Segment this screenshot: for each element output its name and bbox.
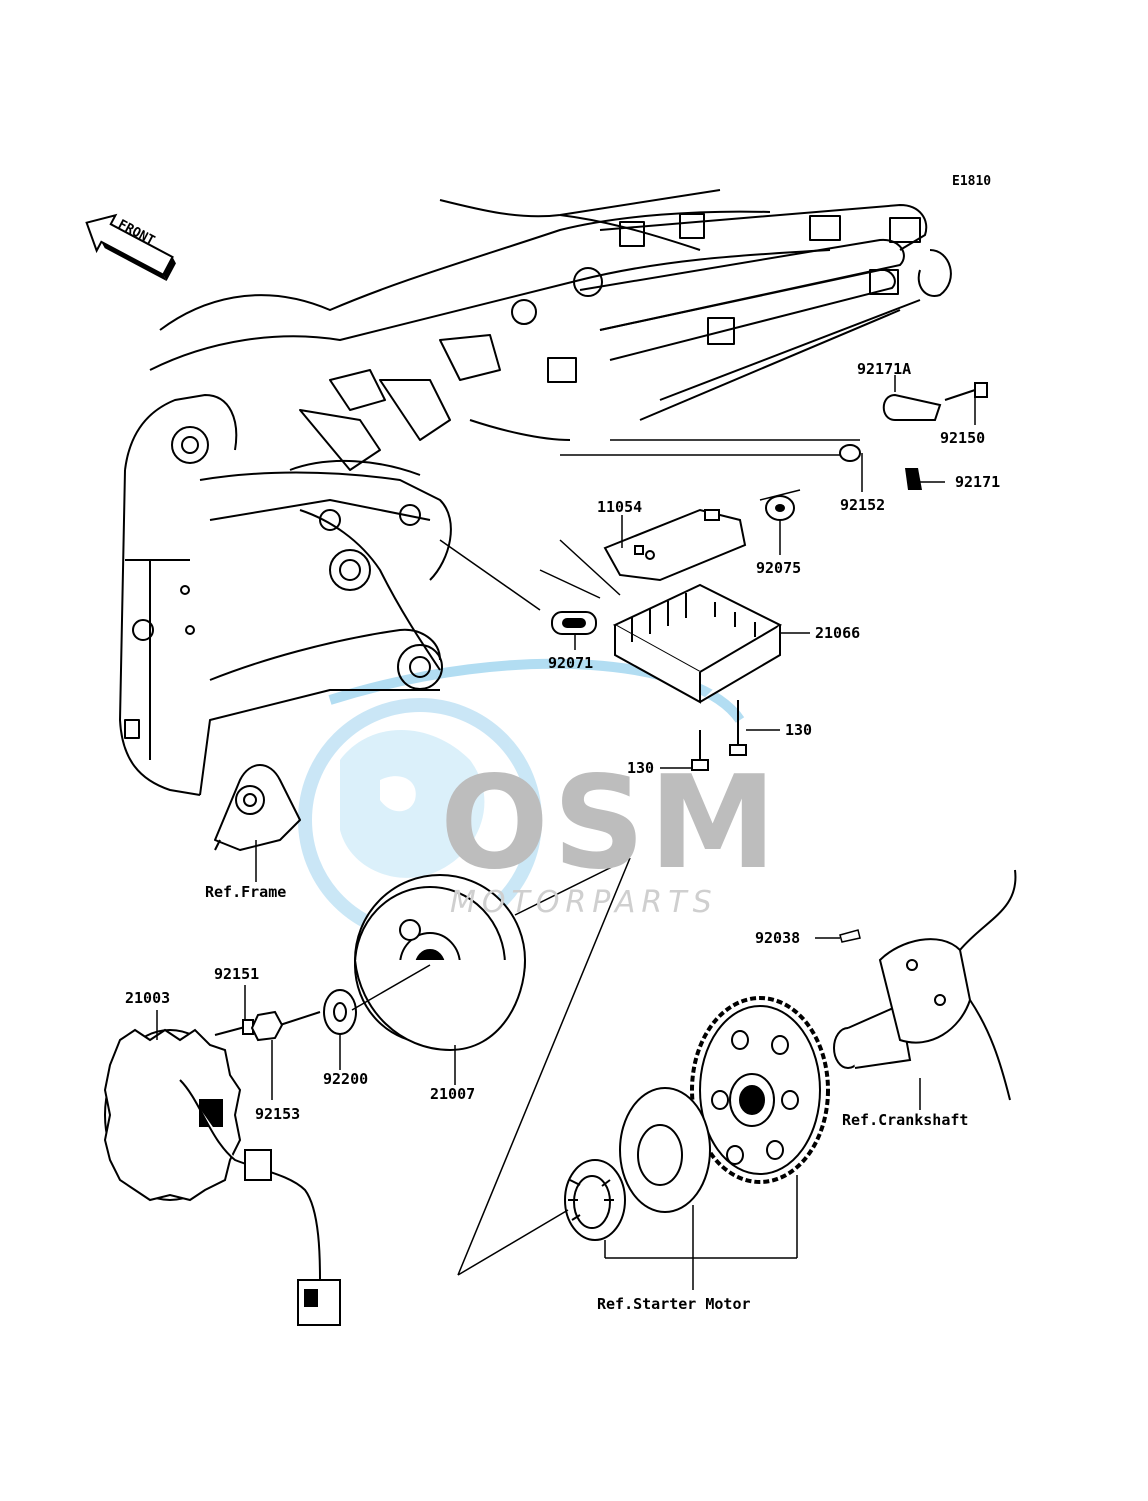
clip-92171	[905, 468, 922, 490]
part-label-11054[interactable]: 11054	[597, 498, 643, 516]
part-label-92152[interactable]: 92152	[840, 496, 886, 514]
bolt-92153	[250, 1010, 321, 1042]
part-label-92150[interactable]: 92150	[940, 429, 986, 447]
part-label-92151[interactable]: 92151	[214, 965, 260, 983]
grommet-92075	[765, 495, 795, 521]
bolt-92150	[944, 382, 988, 401]
motorcycle-frame	[119, 189, 952, 851]
starter-gear	[690, 996, 830, 1184]
part-label-92075[interactable]: 92075	[756, 559, 802, 577]
ref-starter-motor-label[interactable]: Ref.Starter Motor	[597, 1295, 751, 1313]
part-label-92153[interactable]: 92153	[255, 1105, 301, 1123]
clamp-92171A	[882, 393, 942, 421]
key-92038	[839, 929, 861, 943]
part-label-92200[interactable]: 92200	[323, 1070, 369, 1088]
leader-lines	[439, 375, 976, 769]
part-label-130-right[interactable]: 130	[785, 721, 813, 739]
regulator-bracket	[603, 508, 747, 582]
ref-frame-label[interactable]: Ref.Frame	[205, 883, 287, 901]
stator-21003	[103, 1028, 341, 1326]
exploded-view-lines	[351, 857, 631, 1276]
part-label-92038[interactable]: 92038	[755, 929, 801, 947]
watermark-brand: OSM	[440, 749, 781, 898]
part-label-130-left[interactable]: 130	[627, 759, 655, 777]
collar-92152	[839, 444, 861, 462]
part-label-92171[interactable]: 92171	[955, 473, 1001, 491]
one-way-clutch	[564, 1159, 626, 1241]
part-label-92071[interactable]: 92071	[548, 654, 594, 672]
regulator-rectifier	[612, 583, 783, 704]
ref-crankshaft-label[interactable]: Ref.Crankshaft	[842, 1111, 969, 1129]
starter-clutch-plate	[619, 1087, 711, 1213]
bolt-130-a	[691, 730, 709, 771]
washer-92200	[323, 989, 357, 1035]
watermark-subtitle: MOTORPARTS	[450, 885, 718, 920]
front-arrow-icon	[85, 213, 176, 282]
lower-leader-lines	[156, 937, 921, 1290]
bolt-92151	[214, 1019, 254, 1036]
grommet-92071	[551, 611, 597, 635]
crankshaft	[833, 869, 1017, 1101]
watermark-swoosh	[328, 658, 745, 723]
diagram-code: E1810	[952, 174, 992, 189]
part-label-21007[interactable]: 21007	[430, 1085, 476, 1103]
bolt-130-b	[729, 700, 747, 756]
part-label-21066[interactable]: 21066	[815, 624, 861, 642]
part-label-21003[interactable]: 21003	[125, 989, 171, 1007]
rotor-21007	[354, 874, 526, 1052]
part-label-92171A[interactable]: 92171A	[857, 360, 912, 378]
